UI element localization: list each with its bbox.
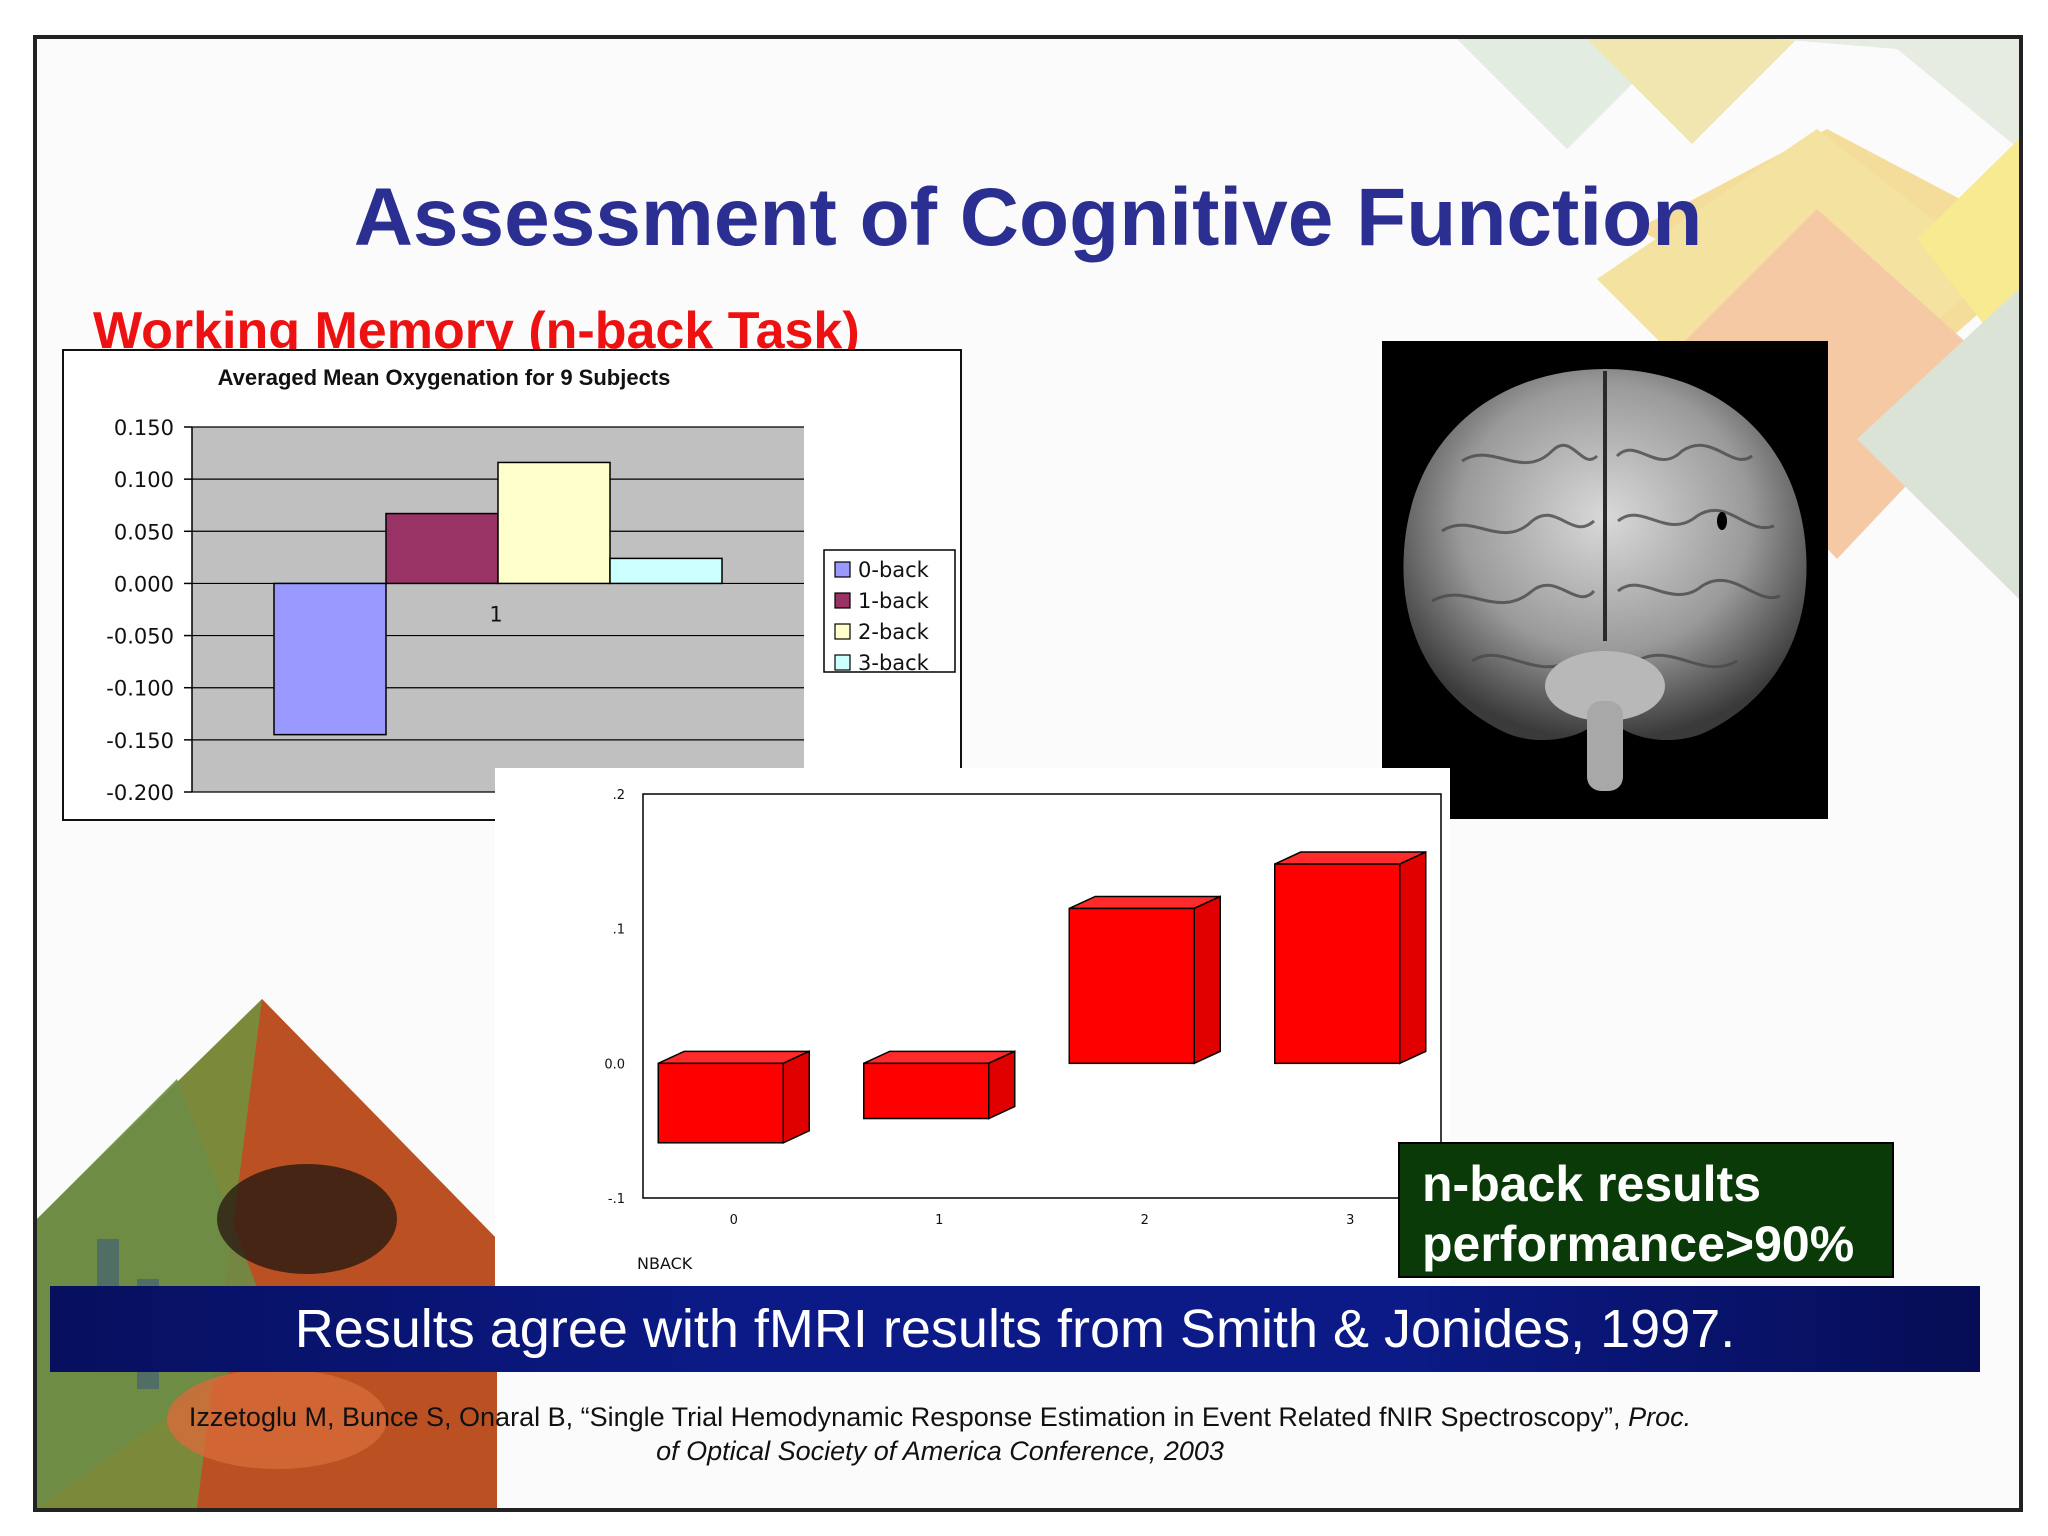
citation: Izzetoglu M, Bunce S, Onaral B, “Single … [120, 1400, 1760, 1468]
oxygenation-chart-svg: 0.150 0.100 0.050 0.000 -0.050 -0.100 -0.150 -0… [106, 416, 956, 805]
legend-swatch-2-back [834, 623, 851, 640]
legend-label-0-back: 0-back [858, 558, 930, 582]
y-tick-label: 0.050 [114, 520, 174, 544]
y-tick-label: -.1 [608, 1192, 625, 1207]
bar-0-back [273, 582, 387, 736]
legend-label-1-back: 1-back [858, 589, 930, 613]
bar-side-face [988, 1050, 1016, 1120]
slide-title: Assessment of Cognitive Function [353, 172, 1703, 263]
y-tick-label: 0.0 [604, 1057, 625, 1072]
bar-3 [1274, 850, 1427, 1065]
x-tick-label: 0 [730, 1213, 738, 1228]
bar-front-face [863, 1062, 990, 1120]
bar-2 [1068, 895, 1221, 1065]
y-tick-label: -0.150 [106, 729, 174, 753]
y-tick-label: .1 [613, 923, 625, 938]
bar-side-face [1399, 850, 1427, 1065]
y-tick-label: 0.100 [114, 468, 174, 492]
bar-1-back [385, 512, 499, 585]
bar-1 [863, 1050, 1016, 1120]
citation-conference: of Optical Society of America Conference… [656, 1436, 1224, 1466]
bar-front-face [1068, 907, 1195, 1065]
y-tick-label: -0.200 [106, 781, 174, 805]
x-tick-label: 1 [489, 602, 502, 626]
x-axis-label: NBACK [637, 1254, 693, 1273]
brain-image [1382, 341, 1828, 819]
conclusion-banner: Results agree with fMRI results from Smi… [50, 1286, 1980, 1372]
bar-0 [657, 1050, 810, 1144]
legend-label-3-back: 3-back [858, 651, 930, 675]
y-tick-label: .2 [613, 788, 625, 803]
citation-proc: Proc. [1628, 1402, 1692, 1432]
bar-2-back [497, 461, 611, 585]
legend-swatch-1-back [834, 592, 851, 609]
bar-front-face [657, 1062, 784, 1144]
y-tick-label: 0.000 [114, 572, 174, 596]
x-tick-label: 3 [1346, 1213, 1354, 1228]
legend-label-2-back: 2-back [858, 620, 930, 644]
chart-title: Averaged Mean Oxygenation for 9 Subjects [217, 365, 671, 390]
bar-side-face [782, 1050, 810, 1144]
legend: 0-back 1-back 2-back 3-back [823, 549, 956, 675]
x-tick-label: 2 [1141, 1213, 1149, 1228]
bar-side-face [1193, 895, 1221, 1065]
callout-line-1: n-back results [1422, 1156, 1762, 1212]
legend-swatch-0-back [834, 561, 851, 578]
citation-authors-title: Izzetoglu M, Bunce S, Onaral B, “Single … [188, 1402, 1621, 1432]
callout-line-2: performance>90% [1422, 1216, 1855, 1272]
x-tick-label: 1 [935, 1213, 943, 1228]
y-tick-label: 0.150 [114, 416, 174, 440]
bar-front-face [1274, 863, 1401, 1065]
bar-3-back [609, 557, 723, 585]
oxygenation-bar-chart: Averaged Mean Oxygenation for 9 Subjects… [62, 349, 962, 821]
results-callout: n-back results performance>90% [1398, 1142, 1894, 1278]
y-tick-label: -0.050 [106, 625, 174, 649]
y-tick-label: -0.100 [106, 677, 174, 701]
legend-swatch-3-back [834, 654, 851, 671]
